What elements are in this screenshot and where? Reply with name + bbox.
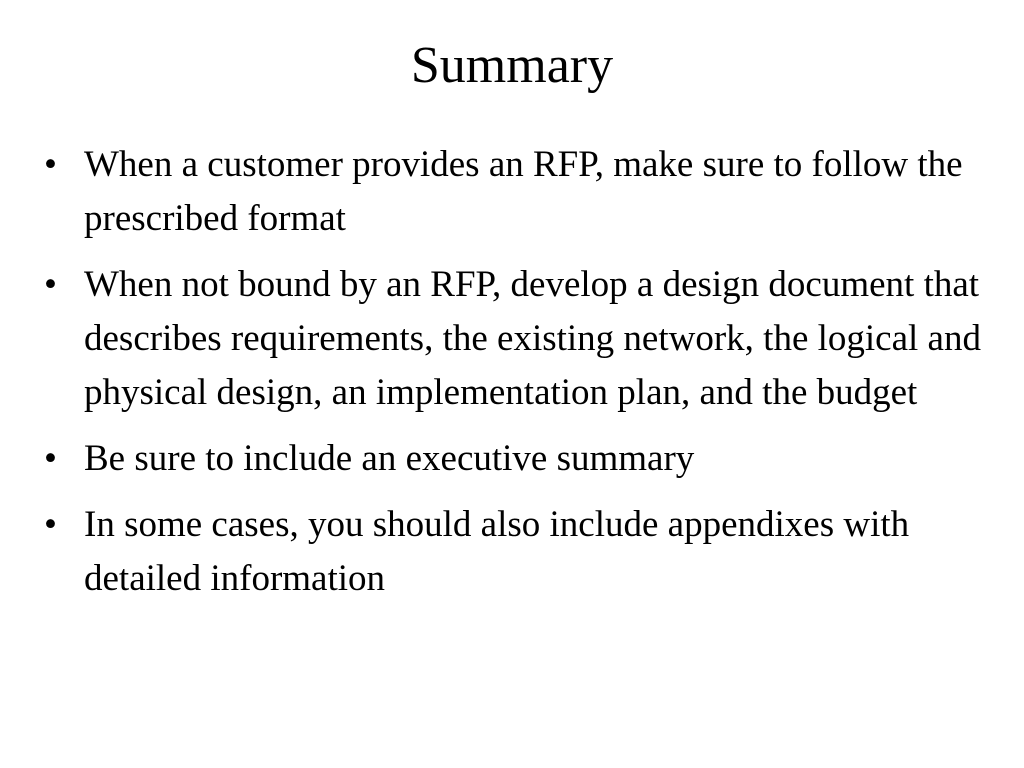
bullet-icon: •: [44, 504, 57, 545]
bullet-icon: •: [44, 264, 57, 305]
bullet-icon: •: [44, 438, 57, 479]
bullet-text: When a customer provides an RFP, make su…: [84, 144, 963, 239]
bullet-list: • When a customer provides an RFP, make …: [0, 138, 1024, 618]
bullet-text: Be sure to include an executive summary: [84, 438, 695, 479]
slide-title: Summary: [410, 37, 614, 94]
bullet-text: In some cases, you should also include a…: [84, 504, 910, 599]
bullet-item: • When not bound by an RFP, develop a de…: [0, 258, 1024, 420]
bullet-item: • Be sure to include an executive summar…: [0, 432, 1024, 486]
bullet-icon: •: [44, 144, 57, 185]
bullet-item: • In some cases, you should also include…: [0, 498, 1024, 606]
bullet-item: • When a customer provides an RFP, make …: [0, 138, 1024, 246]
bullet-text: When not bound by an RFP, develop a desi…: [84, 264, 981, 413]
